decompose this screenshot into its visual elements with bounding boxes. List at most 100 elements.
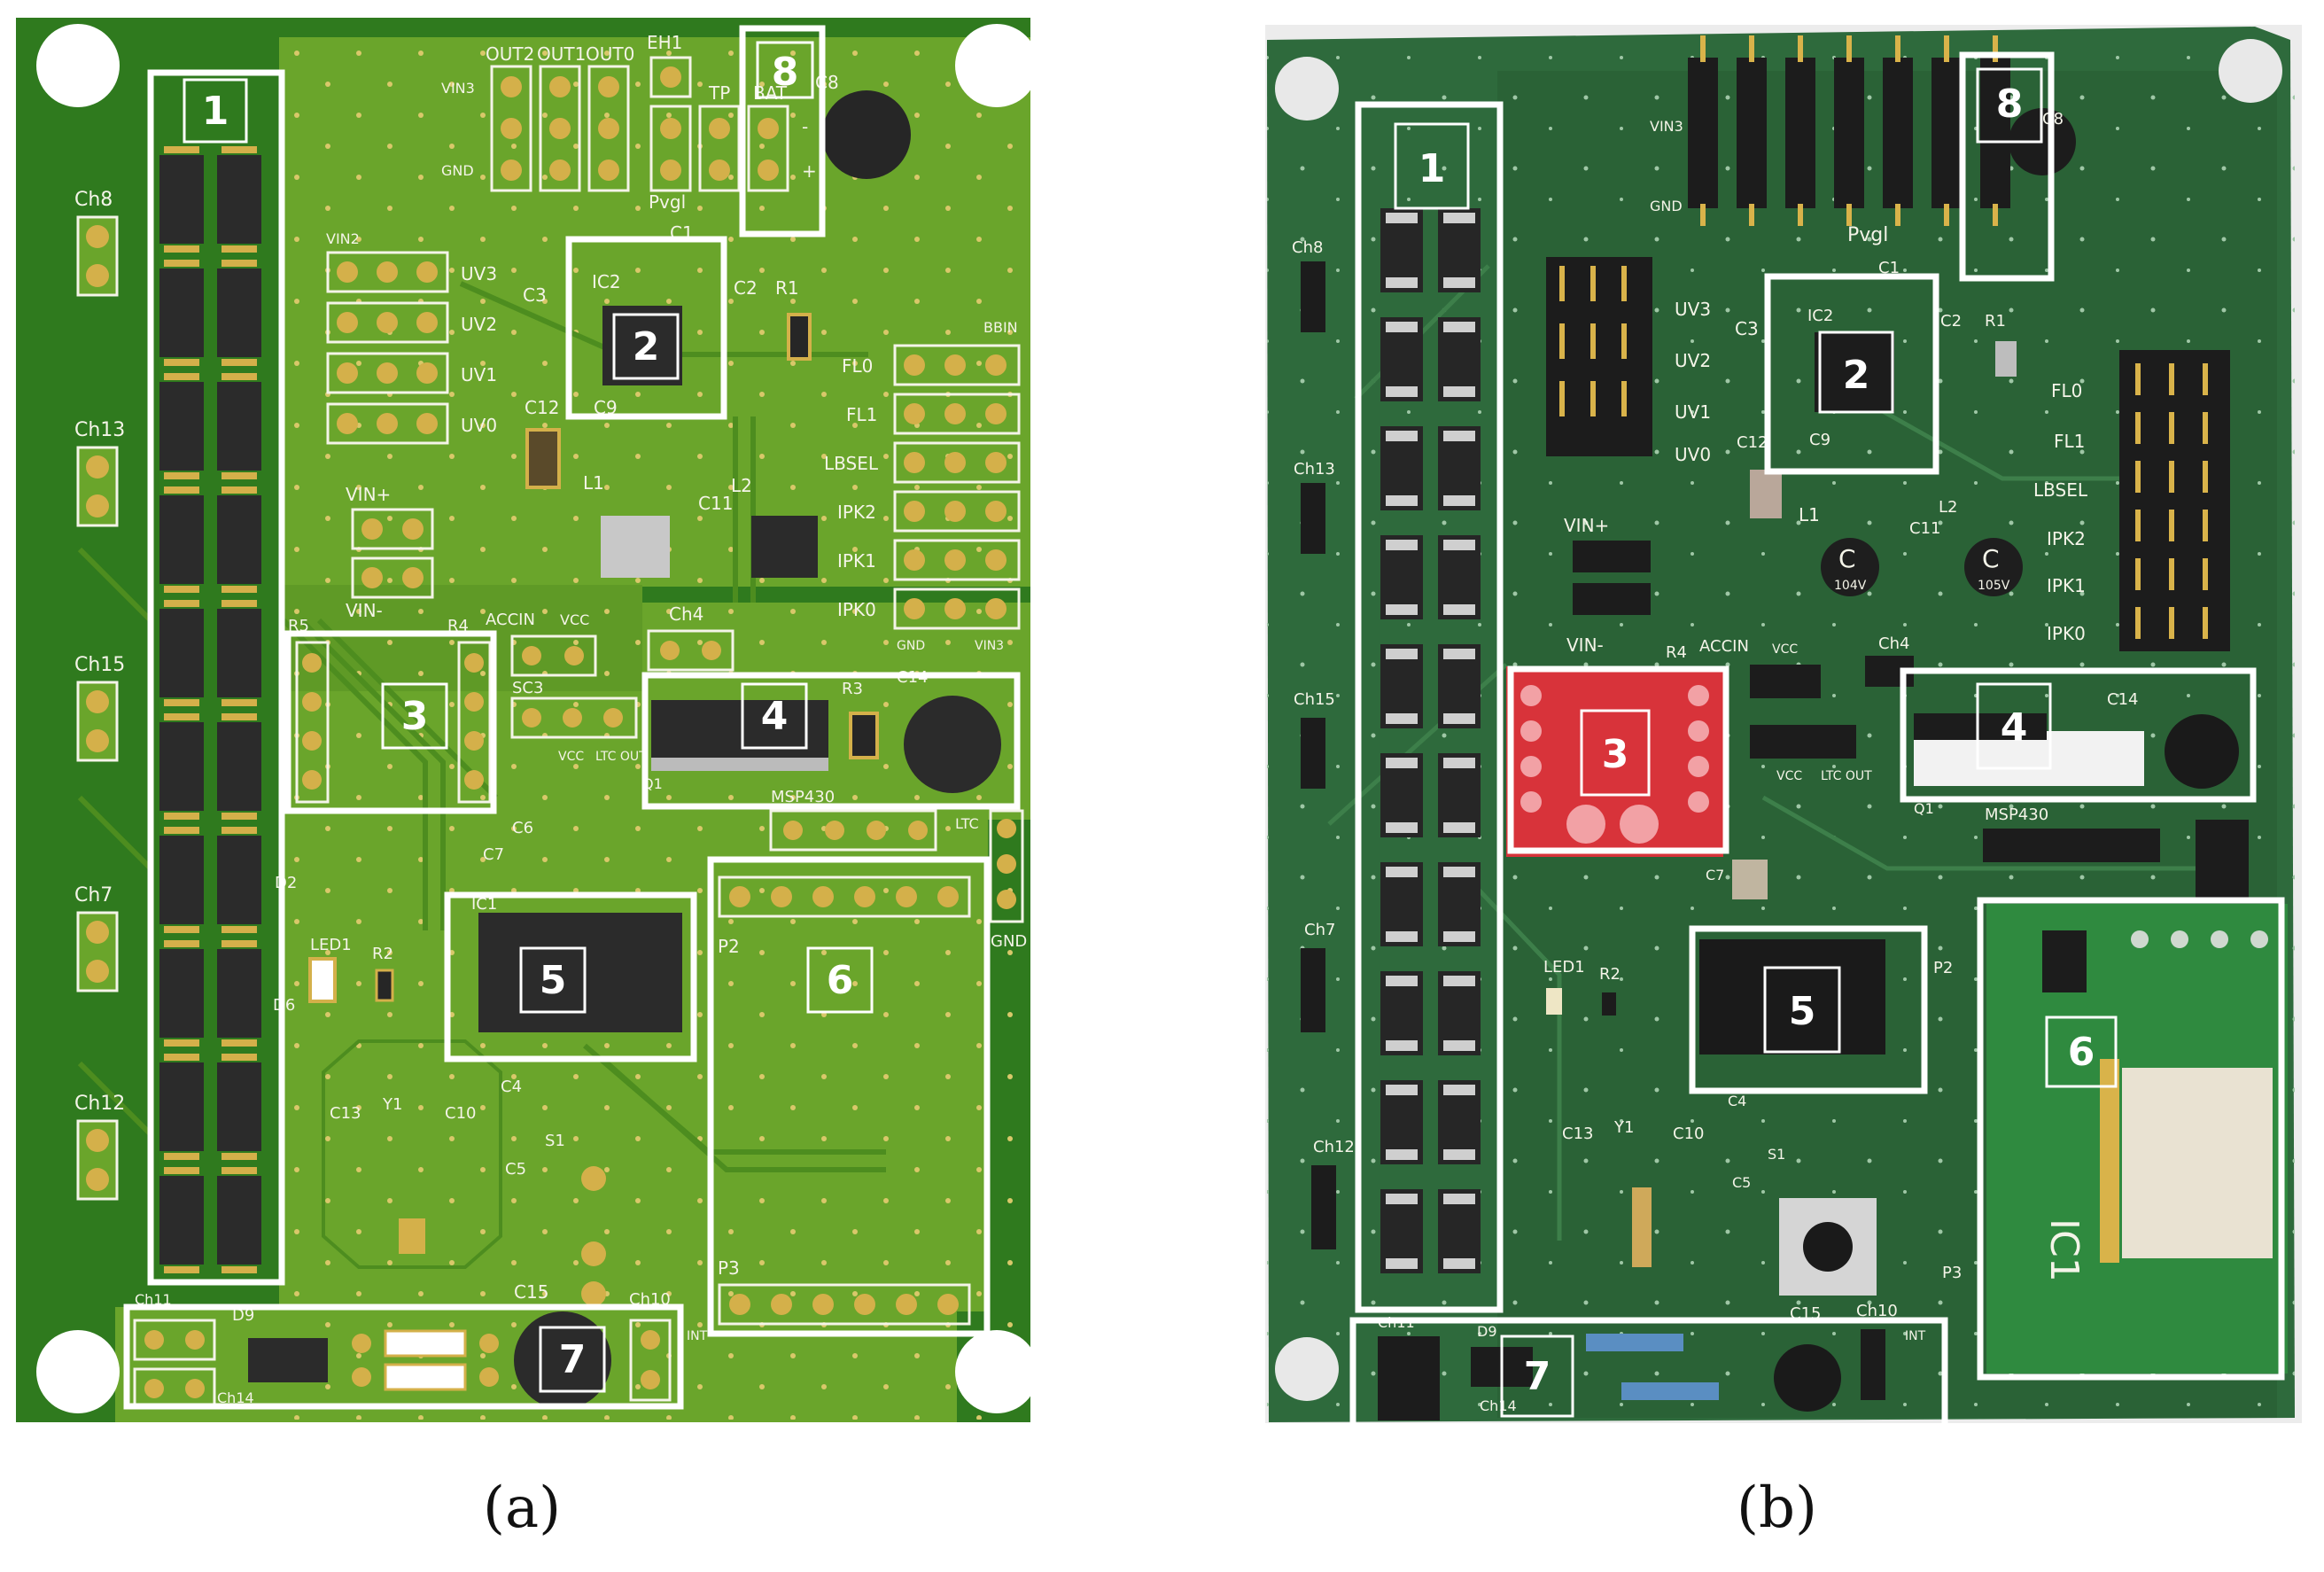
out-headers-a: OUT2 OUT1 OUT0 VIN3 GND EH1 TP BAT - + P… xyxy=(441,32,911,213)
label-l2-b: L2 xyxy=(1939,498,1957,517)
caption-b: (b) xyxy=(1737,1475,1817,1541)
diode xyxy=(217,1062,261,1151)
label-ch12: Ch12 xyxy=(74,1093,125,1115)
label-ch13: Ch13 xyxy=(74,419,125,441)
label-led1: LED1 xyxy=(310,936,352,954)
label-r2: R2 xyxy=(372,945,393,963)
label-ch15-b: Ch15 xyxy=(1294,690,1335,709)
diode xyxy=(217,722,261,811)
caption-a: (a) xyxy=(483,1475,562,1541)
label-d9-b: D9 xyxy=(1477,1323,1497,1340)
label-uv1: UV1 xyxy=(461,364,497,385)
panel-b-pcb-photo: VIN3 GND Pvgl C8 UV3 UV2 UV1 UV0 C1 IC2 … xyxy=(1265,25,2302,1430)
diode xyxy=(217,609,261,697)
label-uv3-b: UV3 xyxy=(1675,299,1711,320)
highlight-box-b-3 xyxy=(1507,665,1729,854)
label-s1-b: S1 xyxy=(1768,1146,1785,1163)
label-c5-b: C5 xyxy=(1732,1174,1751,1191)
label-c7-b: C7 xyxy=(1706,867,1724,883)
config-jumpers-b: FL0 FL1 LBSEL IPK2 IPK1 IPK0 xyxy=(2033,350,2230,651)
label-vin3: VIN3 xyxy=(441,80,475,97)
label-bat-plus: + xyxy=(802,160,817,182)
radio-module-footprint-a: P2 P3 xyxy=(718,875,971,1326)
label-d2: D2 xyxy=(275,874,297,892)
label-c13: C13 xyxy=(330,1104,361,1123)
diode xyxy=(217,382,261,471)
label-tp: TP xyxy=(708,82,730,104)
label-out0: OUT0 xyxy=(586,43,634,65)
label-c3: C3 xyxy=(523,284,547,306)
label-out1: OUT1 xyxy=(537,43,586,65)
label-ltc: LTC xyxy=(955,815,979,832)
label-out2: OUT2 xyxy=(486,43,534,65)
diode xyxy=(217,268,261,357)
diode-array-b xyxy=(1380,208,1481,1273)
label-msp430: MSP430 xyxy=(771,788,835,806)
highlight-box-tags-b: 1 2 3 4 5 6 7 8 xyxy=(1394,67,2118,1418)
diode xyxy=(217,949,261,1038)
label-c6: C6 xyxy=(512,819,533,837)
box-tag-b-7: 7 xyxy=(1524,1354,1551,1399)
switch-section-a: Ch4 R3 C14 Q1 MSP430 LTC GND xyxy=(642,603,1027,951)
box-tag-a-3: 3 xyxy=(401,694,429,739)
diode xyxy=(159,1176,204,1265)
highlight-box-a-6 xyxy=(707,856,991,1337)
highlight-box-b-4 xyxy=(1900,667,2257,803)
label-ltc-out: LTC OUT xyxy=(595,750,647,764)
label-c7: C7 xyxy=(483,845,504,864)
module-3-footprint-a: R5 R4 ACCIN VCC SC3 VCC LTC OUT xyxy=(288,611,647,804)
label-s1: S1 xyxy=(545,1132,565,1150)
label-r3: R3 xyxy=(842,680,863,698)
diode xyxy=(159,1062,204,1151)
label-vcc-b2: VCC xyxy=(1776,769,1802,783)
diode xyxy=(217,155,261,244)
label-vin2: VIN2 xyxy=(326,230,360,247)
label-ch4-b: Ch4 xyxy=(1878,634,1909,653)
label-ch7: Ch7 xyxy=(74,884,113,907)
label-lbsel-b: LBSEL xyxy=(2033,479,2088,501)
label-ch8: Ch8 xyxy=(74,189,113,211)
box-tag-b-2: 2 xyxy=(1843,353,1870,398)
label-c5: C5 xyxy=(505,1160,526,1179)
label-ipk2: IPK2 xyxy=(837,502,876,523)
highlight-boxes-b xyxy=(1349,51,2285,1430)
label-accin: ACCIN xyxy=(486,611,535,629)
label-eh1: EH1 xyxy=(647,32,682,53)
diode xyxy=(217,495,261,584)
highlight-boxes-a xyxy=(123,25,1021,1410)
highlight-box-b-2 xyxy=(1764,273,1939,475)
label-c12-b: C12 xyxy=(1737,433,1768,452)
label-q1-b: Q1 xyxy=(1914,800,1934,817)
label-c10: C10 xyxy=(445,1104,476,1123)
label-c8: C8 xyxy=(815,72,839,93)
panel-a-pcb-render: Ch8 Ch13 Ch15 Ch7 Ch12 OUT2 OUT1 OUT0 VI… xyxy=(16,18,1038,1422)
label-vcc-top: VCC xyxy=(560,611,589,628)
cap-label-104v: 104V xyxy=(1834,579,1867,593)
label-gnd-top: GND xyxy=(441,162,474,179)
box-tag-b-3: 3 xyxy=(1602,732,1629,777)
label-int-a: INT xyxy=(687,1329,708,1343)
label-c2-b: C2 xyxy=(1940,312,1962,331)
label-vcc-b: VCC xyxy=(1772,642,1798,657)
box-tag-a-2: 2 xyxy=(633,324,660,370)
label-uv2: UV2 xyxy=(461,314,497,335)
label-ch4: Ch4 xyxy=(669,603,703,625)
label-vin3-b: VIN3 xyxy=(1650,118,1683,135)
label-gnd-b: GND xyxy=(1650,198,1683,214)
uv-jumpers-b: UV3 UV2 UV1 UV0 xyxy=(1546,257,1711,465)
highlight-box-a-8 xyxy=(739,25,826,237)
label-ch14-b: Ch14 xyxy=(1480,1397,1517,1414)
box-tag-a-8: 8 xyxy=(772,50,799,95)
top-jumpers-b: VIN3 GND Pvgl C8 xyxy=(1650,35,2076,246)
label-d9: D9 xyxy=(232,1306,254,1325)
label-ltc-out-b: LTC OUT xyxy=(1821,769,1872,783)
vin-headers-a: VIN+ VIN- xyxy=(346,484,434,621)
label-c12: C12 xyxy=(525,397,559,418)
label-ic1: IC1 xyxy=(471,895,497,914)
label-fl0-b: FL0 xyxy=(2051,380,2082,401)
label-l1: L1 xyxy=(583,472,604,494)
diode xyxy=(159,155,204,244)
label-vin-plus: VIN+ xyxy=(346,484,391,505)
label-ch10-b: Ch10 xyxy=(1856,1302,1898,1320)
label-uv0-b: UV0 xyxy=(1675,444,1711,465)
